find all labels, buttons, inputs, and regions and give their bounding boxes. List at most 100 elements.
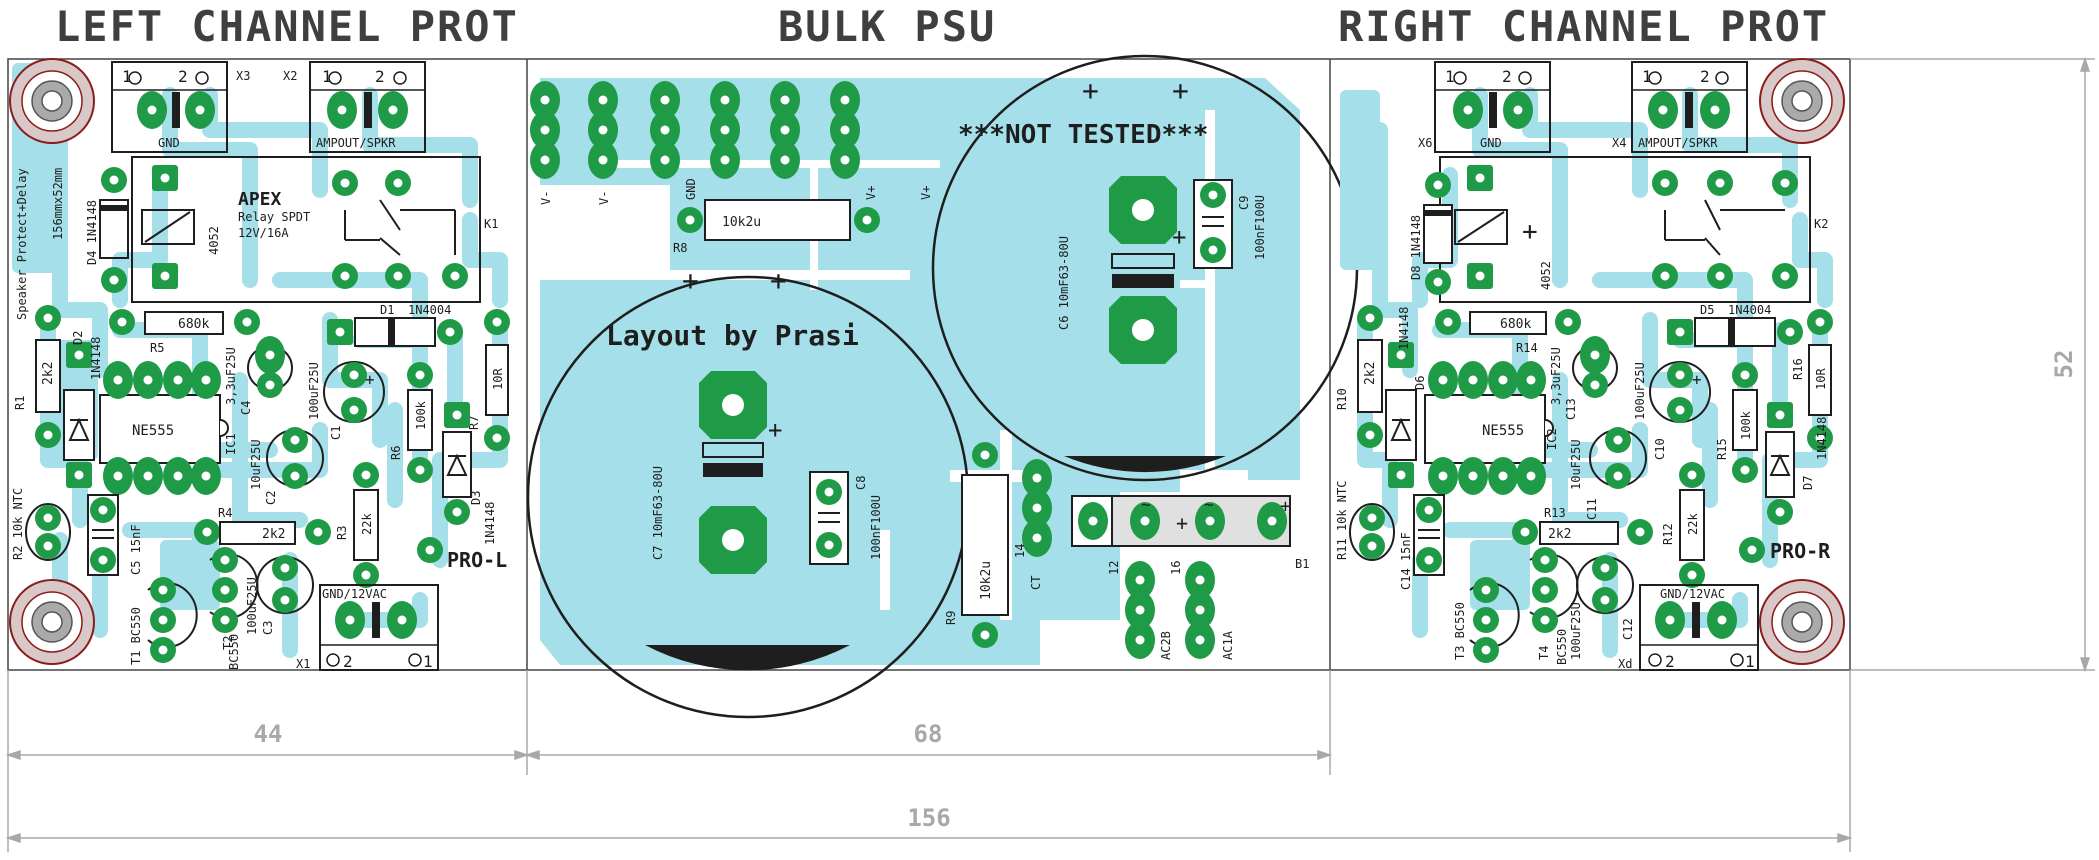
c11-label: C11 — [1585, 498, 1599, 520]
svg-text:+: + — [1172, 223, 1186, 251]
c3-value: 100uF25U — [245, 577, 259, 635]
c9-label: C9 — [1237, 196, 1251, 210]
relay-desc-1: Relay SPDT — [238, 210, 310, 224]
r5-value: 680k — [178, 317, 209, 332]
c4-value: 3,3uF25U — [224, 347, 238, 405]
svg-text:1: 1 — [122, 67, 132, 86]
d7-label: D7 — [1801, 476, 1815, 490]
d8-label: D8 1N4148 — [1409, 215, 1423, 280]
svg-text:~: ~ — [1141, 495, 1151, 514]
resistor-r1 — [35, 305, 61, 448]
center-board: V- V- GND V+ V+ 10k2u R8 Layout by Prasi… — [526, 54, 1359, 719]
v-minus-1: V- — [539, 191, 553, 205]
right-mount-hole-top — [1759, 58, 1845, 144]
r16-label: R16 — [1791, 358, 1805, 380]
c11-value: 10uF25U — [1569, 439, 1583, 490]
board-outlines — [7, 58, 1851, 671]
resistor-r5 — [109, 309, 260, 335]
resistor-r16 — [1807, 309, 1833, 451]
x4-label: X4 — [1612, 136, 1626, 150]
r1-value: 2k2 — [41, 362, 56, 385]
v-minus-2: V- — [597, 191, 611, 205]
c12-value: 100uF25U — [1569, 602, 1583, 660]
relay-k1 — [131, 156, 481, 303]
left-board: 1 2 X3 GND 1 2 X2 AMPOUT/SPKR Speaker Pr… — [9, 58, 510, 671]
transistor-t3 — [1469, 577, 1520, 663]
diode-d1 — [327, 317, 463, 347]
svg-text:2: 2 — [1700, 67, 1710, 86]
svg-text:2: 2 — [343, 652, 353, 671]
c14-label: C14 15nF — [1399, 532, 1413, 590]
bridge-b1: ~ ~ + + — [1071, 495, 1291, 547]
d2-value: 1N4148 — [89, 337, 103, 380]
svg-text:1: 1 — [423, 652, 433, 671]
c7-label: C7 10mF63-80U — [651, 466, 665, 560]
b1-label: B1 — [1295, 557, 1309, 571]
r7-label: R7 — [467, 416, 481, 430]
r1-label: R1 — [13, 396, 27, 410]
svg-text:+: + — [682, 264, 699, 297]
svg-text:1: 1 — [1642, 67, 1652, 86]
c9-value: 100nF100U — [1253, 195, 1267, 260]
pin-14-label: 14 — [1013, 544, 1027, 558]
resistor-r12 — [1679, 462, 1705, 588]
t1-label: T1 BC550 — [129, 607, 143, 665]
svg-text:2: 2 — [375, 67, 385, 86]
x6-gnd-label: GND — [1480, 136, 1502, 150]
capacitor-c5 — [87, 494, 119, 576]
resistor-r13 — [1512, 519, 1653, 545]
x1-label: X1 — [296, 657, 310, 671]
c8-label: C8 — [854, 476, 868, 490]
t2-label: T2 — [221, 636, 235, 650]
svg-text:+: + — [1522, 217, 1538, 247]
pro-l-label: PRO-L — [447, 548, 507, 572]
c8-value: 100nF100U — [869, 495, 883, 560]
capacitor-c1: + — [323, 361, 385, 423]
relay-code: 4052 — [207, 226, 221, 255]
svg-text:~: ~ — [1204, 495, 1214, 514]
connector-x4: 1 2 — [1631, 61, 1748, 153]
t2-value: BC550 — [227, 634, 241, 670]
resistor-r15 — [1732, 362, 1758, 483]
v-plus-2: V+ — [919, 186, 933, 200]
d4-label: D4 1N4148 — [85, 200, 99, 265]
not-tested-label: ***NOT TESTED*** — [958, 120, 1208, 150]
r15-label: R15 — [1715, 438, 1729, 460]
r16-value: 10R — [1814, 368, 1828, 390]
resistor-r9 — [961, 442, 1009, 648]
svg-text:+: + — [365, 370, 375, 389]
r14-label: R14 — [1516, 341, 1538, 355]
right-mount-hole-bottom — [1759, 579, 1845, 665]
svg-text:2: 2 — [178, 67, 188, 86]
capacitor-c7: + + + — [682, 264, 787, 574]
x2-ampout-label: AMPOUT/SPKR — [316, 136, 396, 150]
svg-text:+: + — [768, 416, 782, 444]
capacitor-c2 — [266, 427, 324, 489]
r8-label: R8 — [673, 241, 687, 255]
r9-value: 10k2u — [979, 561, 994, 600]
svg-text:+: + — [1692, 370, 1702, 389]
gnd-header: GND — [684, 178, 698, 200]
diode-d6 — [1385, 342, 1417, 488]
r10-label: R10 — [1335, 388, 1349, 410]
d5-label: D5 — [1700, 303, 1714, 317]
c1-value: 100uF25U — [307, 362, 321, 420]
xd-label: Xd — [1618, 657, 1632, 671]
dim-total-width: 156 — [907, 804, 950, 832]
resistor-r6 — [407, 362, 433, 483]
capacitor-c3 — [256, 555, 314, 614]
r9-label: R9 — [944, 611, 958, 625]
x2-label: X2 — [283, 69, 297, 83]
left-mount-hole-top — [9, 58, 95, 144]
svg-text:2: 2 — [1665, 652, 1675, 671]
d1-value: 1N4004 — [408, 303, 451, 317]
ac1a-label: AC1A — [1221, 630, 1235, 660]
t3-label: T3 BC550 — [1453, 602, 1467, 660]
r13-label: R13 — [1544, 506, 1566, 520]
r5-label: R5 — [150, 341, 164, 355]
ic2-value: NE555 — [1482, 423, 1524, 439]
svg-text:1: 1 — [1445, 67, 1455, 86]
svg-text:+: + — [1176, 511, 1188, 535]
svg-text:1: 1 — [1745, 652, 1755, 671]
dimension-lines — [5, 56, 2095, 852]
